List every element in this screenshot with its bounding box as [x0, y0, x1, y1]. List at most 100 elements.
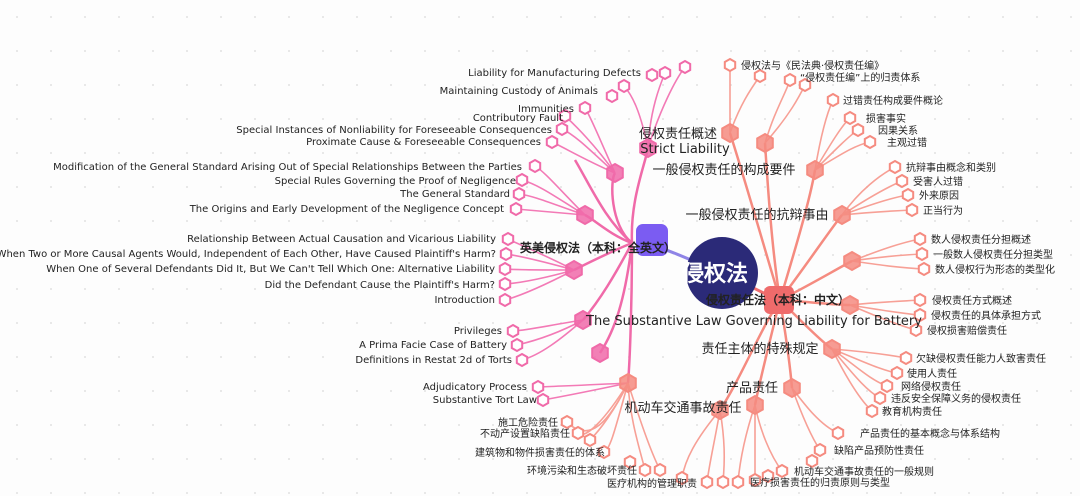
- en-strict-hex-node[interactable]: [639, 137, 657, 159]
- cn-leaf-hex-node[interactable]: [700, 474, 714, 490]
- cn-leaf-hex-node[interactable]: [653, 462, 667, 478]
- en-def-item-2[interactable]: Special Instances of Nonliability for Fo…: [236, 125, 552, 136]
- en-negligence-hex-node[interactable]: [576, 204, 594, 226]
- cn-leaf-hex-node[interactable]: [913, 307, 927, 323]
- cn-leaf-hex-node[interactable]: [880, 378, 894, 394]
- cn-leaf-hex-node[interactable]: [638, 462, 652, 478]
- en-leaf-hex-node[interactable]: [528, 158, 542, 174]
- en-leaf-hex-node[interactable]: [512, 186, 526, 202]
- cn-multi-item-0[interactable]: 数人侵权责任分担概述: [931, 233, 1031, 246]
- cn-product-item-0[interactable]: 产品责任的基本概念与体系结构: [860, 427, 1000, 440]
- cn-elements-sub-hex-node[interactable]: [806, 159, 824, 181]
- cn-overview-item-1[interactable]: “侵权责任编”上的归责体系: [800, 71, 920, 84]
- en-cause-item-4[interactable]: Introduction: [434, 295, 495, 306]
- en-leaf-hex-node[interactable]: [515, 172, 529, 188]
- en-substantive-label[interactable]: The Substantive Law Governing Liability …: [585, 314, 922, 329]
- en-strict-item-0[interactable]: Liability for Manufacturing Defects: [468, 68, 641, 79]
- en-strict-label[interactable]: Strict Liability: [640, 142, 730, 157]
- cn-leaf-hex-node[interactable]: [913, 292, 927, 308]
- cn-remedy-hex-node[interactable]: [841, 294, 859, 316]
- cn-special-item-3[interactable]: 违反安全保障义务的侵权责任: [891, 392, 1021, 405]
- cn-special-hex-node[interactable]: [823, 338, 841, 360]
- cn-defenses-item-0[interactable]: 抗辩事由概念和类别: [906, 161, 996, 174]
- cn-special-item-2[interactable]: 网络侵权责任: [901, 380, 961, 393]
- cn-overview-hex-node[interactable]: [721, 122, 739, 144]
- cn-elements-item-1[interactable]: 损害事实: [866, 112, 906, 125]
- cn-leaf-hex-node[interactable]: [917, 261, 931, 277]
- en-sub-item-1[interactable]: A Prima Facie Case of Battery: [359, 340, 507, 351]
- en-def-item-0[interactable]: Immunities: [518, 104, 574, 115]
- cn-leaf-hex-node[interactable]: [873, 390, 887, 406]
- en-cause-item-3[interactable]: Did the Defendant Cause the Plaintiff's …: [265, 280, 495, 291]
- cn-leaf-hex-node[interactable]: [716, 474, 730, 490]
- cn-leaf-hex-node[interactable]: [805, 453, 819, 469]
- cn-leaf-hex-node[interactable]: [865, 403, 879, 419]
- cn-leaf-hex-node[interactable]: [899, 350, 913, 366]
- cn-leaf-hex-node[interactable]: [723, 57, 737, 73]
- root-node[interactable]: 侵权法: [681, 237, 758, 309]
- en-intro-item-0[interactable]: Adjudicatory Process: [423, 382, 527, 393]
- cn-leaf-hex-node[interactable]: [597, 444, 611, 460]
- cn-leaf-hex-node[interactable]: [895, 173, 909, 189]
- en-leaf-hex-node[interactable]: [501, 231, 515, 247]
- en-leaf-hex-node[interactable]: [506, 323, 520, 339]
- cn-medical-item-1[interactable]: 医疗机构的管理职责: [607, 477, 697, 490]
- cn-building-item-2[interactable]: 施工危险责任: [498, 416, 558, 429]
- cn-building-item-0[interactable]: 建筑物和物件损害责任的体系: [475, 446, 605, 459]
- cn-leaf-hex-node[interactable]: [571, 425, 585, 441]
- cn-remedy-item-1[interactable]: 侵权责任的具体承担方式: [931, 309, 1041, 322]
- cn-special-item-1[interactable]: 使用人责任: [907, 367, 957, 380]
- en-intro-hex-node[interactable]: [591, 342, 609, 364]
- cn-special-item-0[interactable]: 欠缺侵权责任能力人致害责任: [916, 352, 1046, 365]
- cn-overview-item-0[interactable]: 侵权法与《民法典·侵权责任编》: [741, 59, 884, 72]
- en-intro-item-1[interactable]: Substantive Tort Law: [433, 395, 537, 406]
- cn-leaf-hex-node[interactable]: [748, 472, 762, 488]
- cn-elements-item-2[interactable]: 因果关系: [878, 124, 918, 137]
- cn-leaf-hex-node[interactable]: [905, 202, 919, 218]
- cn-leaf-hex-node[interactable]: [888, 159, 902, 175]
- en-leaf-hex-node[interactable]: [536, 392, 550, 408]
- en-leaf-hex-node[interactable]: [555, 121, 569, 137]
- cn-medical-item-0[interactable]: 医疗损害责任的归责原则与类型: [750, 476, 890, 489]
- en-cause-item-2[interactable]: When One of Several Defendants Did It, B…: [46, 264, 495, 275]
- cn-overview-label[interactable]: 侵权责任概述: [639, 126, 717, 142]
- en-def-item-3[interactable]: Proximate Cause & Foreseeable Consequenc…: [306, 137, 541, 148]
- en-strict-item-1[interactable]: Maintaining Custody of Animals: [440, 86, 598, 97]
- en-neg-item-0[interactable]: Modification of the General Standard Ari…: [53, 162, 522, 173]
- en-defenses-hex-node[interactable]: [606, 162, 624, 184]
- en-sub-item-0[interactable]: Privileges: [454, 326, 502, 337]
- en-substantive-hex-node[interactable]: [574, 309, 592, 331]
- en-leaf-hex-node[interactable]: [545, 134, 559, 150]
- cn-leaf-hex-node[interactable]: [783, 72, 797, 88]
- en-leaf-hex-node[interactable]: [678, 59, 692, 75]
- en-leaf-hex-node[interactable]: [499, 246, 513, 262]
- cn-multi-hex-node[interactable]: [843, 250, 861, 272]
- cn-leaf-hex-node[interactable]: [843, 110, 857, 126]
- cn-leaf-hex-node[interactable]: [813, 442, 827, 458]
- en-leaf-hex-node[interactable]: [515, 352, 529, 368]
- en-leaf-hex-node[interactable]: [498, 276, 512, 292]
- en-cause-item-1[interactable]: When Two or More Causal Agents Would, In…: [0, 249, 496, 260]
- en-def-item-1[interactable]: Contributory Fault: [473, 113, 563, 124]
- cn-branch-node[interactable]: 侵权责任法（本科：中文）: [705, 286, 850, 314]
- cn-leaf-hex-node[interactable]: [761, 468, 775, 484]
- en-neg-item-3[interactable]: The Origins and Early Development of the…: [189, 204, 504, 215]
- cn-leaf-hex-node[interactable]: [623, 454, 637, 470]
- cn-special-label[interactable]: 责任主体的特殊规定: [701, 341, 818, 357]
- cn-traffic-hex-node[interactable]: [711, 399, 729, 421]
- en-branch-node[interactable]: 英美侵权法（本科：全英文）: [520, 224, 676, 256]
- cn-traffic-label[interactable]: 机动车交通事故责任: [624, 400, 741, 416]
- cn-product-hex-node[interactable]: [783, 377, 801, 399]
- cn-elements-item-3[interactable]: 主观过错: [887, 136, 927, 149]
- cn-multi-item-2[interactable]: 数人侵权行为形态的类型化: [935, 263, 1055, 276]
- cn-product-label[interactable]: 产品责任: [726, 381, 778, 396]
- cn-leaf-hex-node[interactable]: [831, 425, 845, 441]
- cn-defenses-hex-node[interactable]: [833, 204, 851, 226]
- en-leaf-hex-node[interactable]: [510, 337, 524, 353]
- en-leaf-hex-node[interactable]: [498, 292, 512, 308]
- en-cause-item-0[interactable]: Relationship Between Actual Causation an…: [187, 234, 496, 245]
- en-leaf-hex-node[interactable]: [578, 100, 592, 116]
- cn-elements-hex-node[interactable]: [756, 132, 774, 154]
- cn-leaf-hex-node[interactable]: [909, 322, 923, 338]
- cn-remedy-item-0[interactable]: 侵权责任方式概述: [932, 294, 1012, 307]
